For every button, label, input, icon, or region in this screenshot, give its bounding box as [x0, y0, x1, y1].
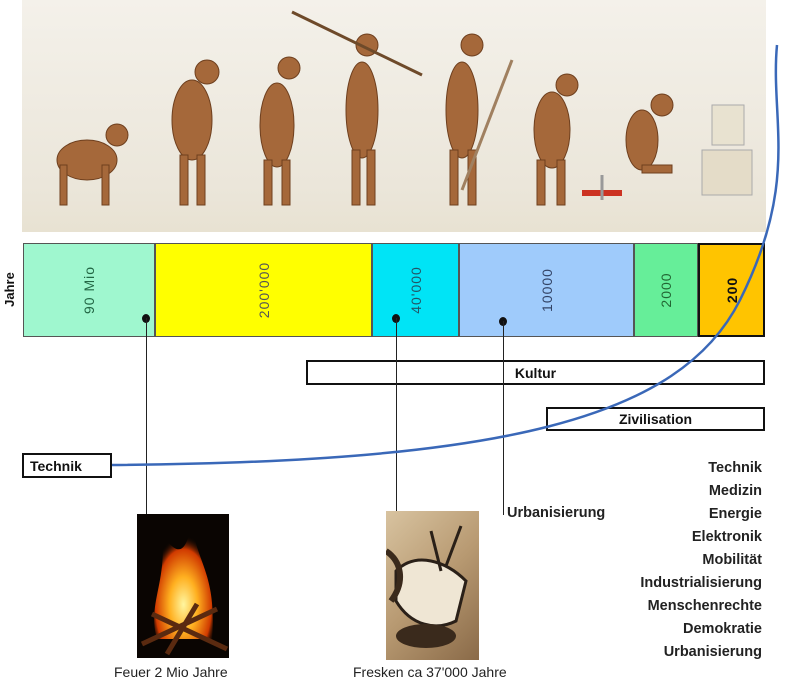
timeline-segment-10000: 10000	[459, 243, 634, 337]
technik-label: Technik	[30, 457, 82, 474]
ape-figure	[56, 123, 129, 206]
evolution-figures	[56, 10, 753, 206]
marker-line-fresco	[396, 318, 397, 511]
achievement-item: Technik	[708, 460, 762, 476]
fire-image	[137, 514, 229, 658]
timeline-segment-200: 200	[698, 243, 765, 337]
tool	[460, 59, 514, 191]
spear	[291, 10, 423, 77]
sitting-human-figure	[625, 93, 674, 174]
timeline-segment-2000: 2000	[634, 243, 698, 337]
hominid-figure-5	[533, 73, 579, 206]
technik-band: Technik	[22, 453, 112, 478]
achievement-item: Elektronik	[691, 529, 762, 545]
zivilisation-band: Zivilisation	[546, 407, 765, 431]
hominid-figure-1	[171, 59, 220, 206]
computer-monitor	[711, 104, 745, 146]
urbanisierung-label: Urbanisierung	[507, 505, 606, 521]
computer-desk	[701, 149, 753, 196]
human-evolution-illustration	[22, 0, 766, 232]
achievement-item: Urbanisierung	[663, 644, 762, 660]
timeline-segment-90-mio: 90 Mio	[23, 243, 155, 337]
timeline-segment-200000: 200'000	[155, 243, 372, 337]
zivilisation-label: Zivilisation	[618, 411, 693, 427]
kultur-label: Kultur	[514, 364, 557, 381]
achievement-item: Medizin	[708, 483, 762, 499]
fresco-caption: Fresken ca 37'000 Jahre	[353, 664, 507, 680]
achievement-item: Industrialisierung	[640, 575, 762, 591]
hominid-figure-2	[259, 56, 301, 206]
achievements-list: Technik Medizin Energie Elektronik Mobil…	[640, 457, 762, 664]
achievement-item: Mobilität	[702, 552, 762, 568]
timeline-segment-40000: 40'000	[372, 243, 459, 337]
achievement-item: Demokratie	[683, 621, 762, 637]
cave-fresco-image	[384, 511, 479, 660]
marker-line-fire	[146, 318, 147, 514]
hominid-figure-4	[445, 33, 484, 206]
fire-caption: Feuer 2 Mio Jahre	[114, 664, 228, 680]
achievement-item: Menschenrechte	[647, 598, 762, 614]
marker-line-urbanisierung	[503, 321, 504, 515]
hominid-figure-3	[345, 33, 379, 206]
achievement-item: Energie	[708, 506, 762, 522]
